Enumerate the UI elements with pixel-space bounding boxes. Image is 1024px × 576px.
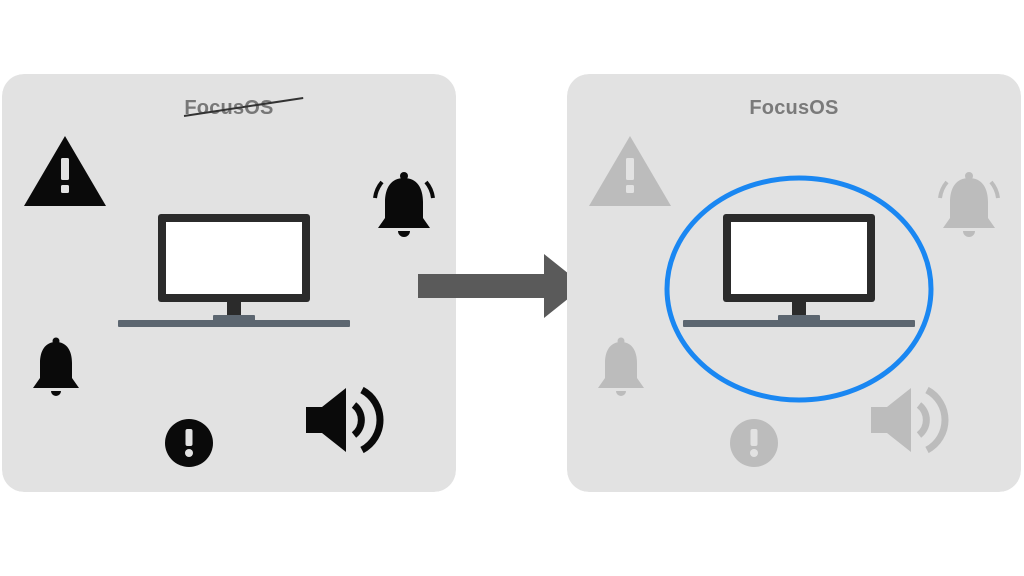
monitor-icon [683,214,915,327]
before-panel: FocusOS [2,74,456,492]
speaker-icon [306,386,384,454]
bell-ringing-icon [373,172,435,237]
strikethrough-line [184,97,304,117]
warning-icon [589,136,671,206]
after-panel: FocusOS [567,74,1021,492]
arrow-right-icon [418,254,584,318]
speaker-icon [871,386,949,454]
bell-ringing-icon [938,172,1000,237]
after-title: FocusOS [567,96,1021,120]
exclamation-circle-icon [730,419,778,467]
focus-highlight-ring [664,175,934,403]
before-title: FocusOS [2,96,456,120]
exclamation-circle-icon [165,419,213,467]
bell-icon [598,337,644,396]
bell-icon [33,337,79,396]
before-panel-canvas [2,74,456,492]
warning-icon [24,136,106,206]
after-panel-canvas [567,74,1021,492]
after-title-text: FocusOS [749,97,839,119]
monitor-icon [118,214,350,327]
